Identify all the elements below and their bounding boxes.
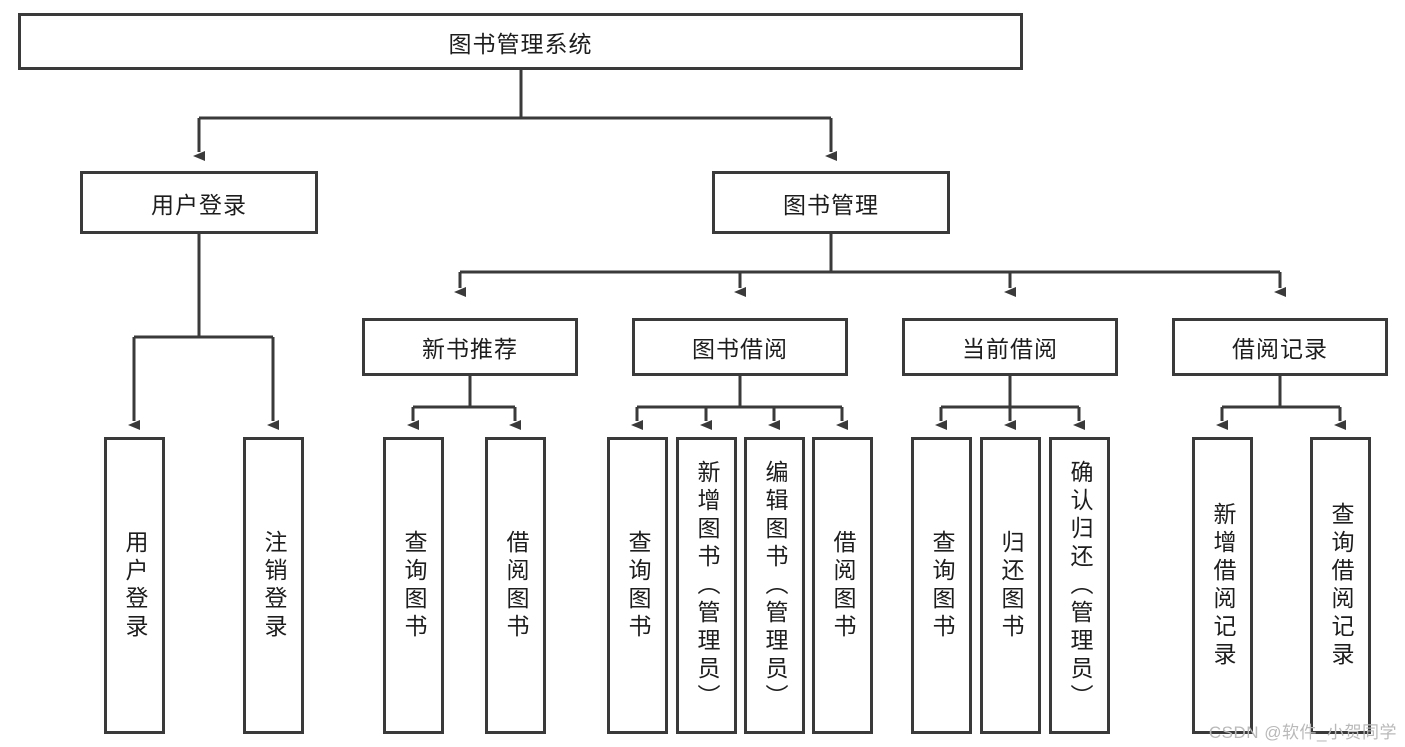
node-label: 借阅图书 [503, 529, 529, 642]
node-label: 新增图书（管理员） [694, 459, 720, 712]
node-borrow-record[interactable]: 借阅记录 [1172, 318, 1388, 376]
node-new-book-recommend[interactable]: 新书推荐 [362, 318, 578, 376]
node-label: 查询图书 [929, 529, 955, 642]
csdn-watermark: CSDN @软件_小贺同学 [1208, 723, 1397, 742]
node-root-book-management-system[interactable]: 图书管理系统 [18, 13, 1023, 70]
leaf-book-borrow-query-book[interactable]: 查询图书 [607, 437, 668, 734]
node-label: 查询借阅记录 [1328, 501, 1354, 670]
node-current-borrow[interactable]: 当前借阅 [902, 318, 1118, 376]
leaf-current-borrow-confirm-return-admin[interactable]: 确认归还（管理员） [1049, 437, 1110, 734]
node-label: 用户登录 [122, 529, 148, 642]
leaf-book-borrow-edit-book-admin[interactable]: 编辑图书（管理员） [744, 437, 805, 734]
node-label: 用户登录 [151, 191, 247, 218]
leaf-borrow-record-query-record[interactable]: 查询借阅记录 [1310, 437, 1371, 734]
leaf-book-borrow-add-book-admin[interactable]: 新增图书（管理员） [676, 437, 737, 734]
leaf-borrow-record-add-record[interactable]: 新增借阅记录 [1192, 437, 1253, 734]
node-label: 新书推荐 [422, 336, 518, 362]
node-label: 借阅图书 [830, 529, 856, 642]
leaf-user-login-login[interactable]: 用户登录 [104, 437, 165, 734]
leaf-new-book-query-book[interactable]: 查询图书 [383, 437, 444, 734]
node-label: 归还图书 [998, 529, 1024, 642]
node-label: 编辑图书（管理员） [762, 459, 788, 712]
node-label: 确认归还（管理员） [1067, 459, 1093, 712]
node-label: 图书管理 [783, 191, 879, 218]
node-label: 查询图书 [401, 529, 427, 642]
node-label: 新增借阅记录 [1210, 501, 1236, 670]
node-book-borrow[interactable]: 图书借阅 [632, 318, 848, 376]
node-label: 借阅记录 [1232, 336, 1328, 362]
node-book-management[interactable]: 图书管理 [712, 171, 950, 234]
node-label: 图书借阅 [692, 336, 788, 362]
node-label: 注销登录 [261, 529, 287, 642]
node-label: 图书管理系统 [448, 30, 593, 57]
leaf-current-borrow-return-book[interactable]: 归还图书 [980, 437, 1041, 734]
node-label: 当前借阅 [962, 336, 1058, 362]
node-user-login[interactable]: 用户登录 [80, 171, 318, 234]
leaf-current-borrow-query-book[interactable]: 查询图书 [911, 437, 972, 734]
leaf-user-login-logout[interactable]: 注销登录 [243, 437, 304, 734]
node-label: 查询图书 [625, 529, 651, 642]
leaf-new-book-borrow-book[interactable]: 借阅图书 [485, 437, 546, 734]
leaf-book-borrow-borrow-book[interactable]: 借阅图书 [812, 437, 873, 734]
